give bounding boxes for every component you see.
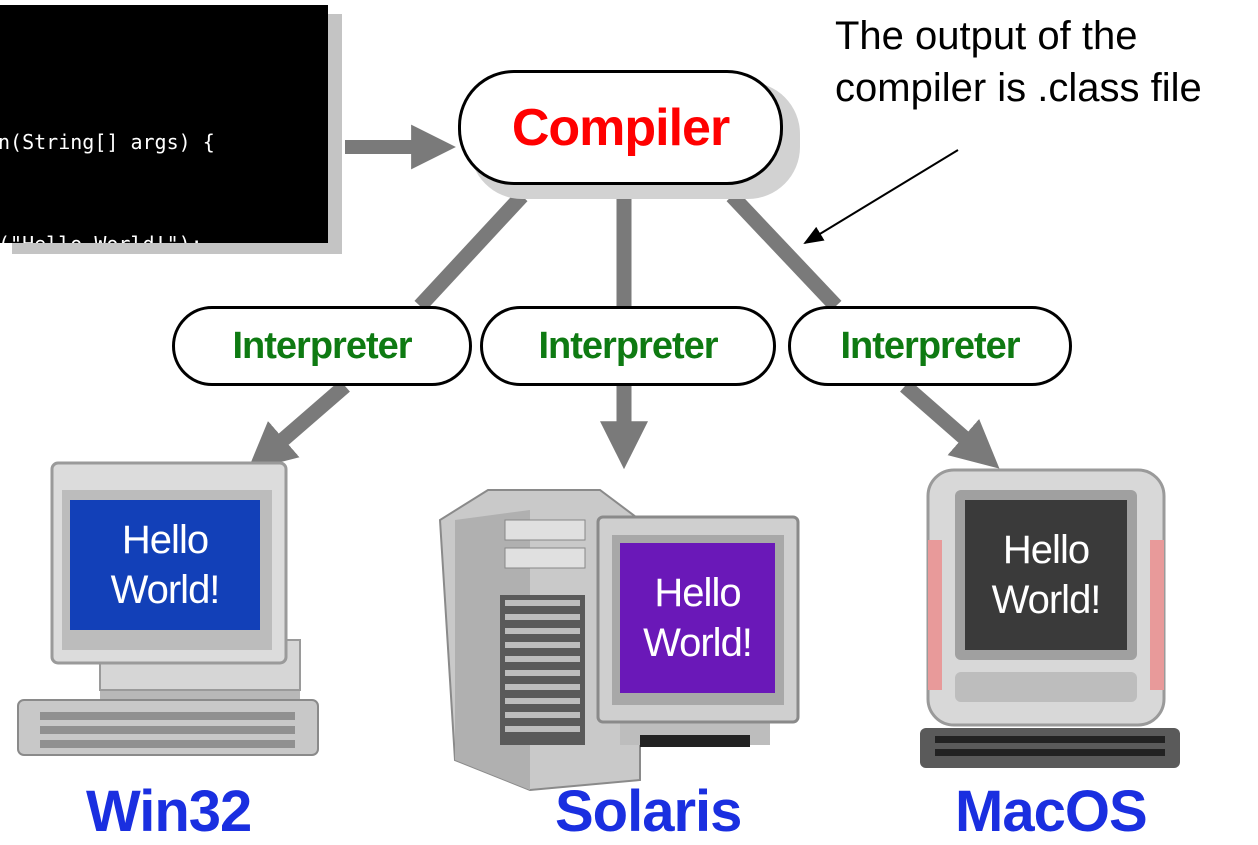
solaris-screen-line-2: World! — [643, 621, 753, 665]
interpreter-label: Interpreter — [538, 324, 718, 367]
solaris-computer — [438, 489, 800, 792]
solaris-screen-line-1: Hello — [654, 571, 741, 615]
solaris-screen: Hello World! — [620, 543, 775, 693]
win32-screen: Hello World! — [70, 500, 260, 630]
compiler-to-interpreter-right-line — [726, 190, 842, 312]
platform-label-macos: MacOS — [955, 779, 1148, 844]
interpreter-to-win32-arrow — [247, 380, 350, 471]
interpreter-node-macos: Interpreter — [788, 306, 1072, 386]
annotation-text: The output of the compiler is .class fil… — [835, 14, 1202, 110]
platform-label-solaris: Solaris — [555, 779, 742, 844]
compiler-label: Compiler — [511, 98, 730, 157]
win32-screen-line-1: Hello — [121, 518, 209, 562]
macos-screen-line-1: Hello — [1002, 528, 1090, 572]
interpreter-label: Interpreter — [840, 324, 1020, 367]
source-code-line-2: ("Hello World!"); — [0, 227, 328, 243]
compiler-node: Compiler — [458, 70, 783, 185]
interpreter-node-win32: Interpreter — [172, 306, 472, 386]
macos-screen: Hello World! — [965, 500, 1127, 650]
compiler-to-interpreter-left-line — [414, 190, 528, 312]
platform-label-win32: Win32 — [86, 779, 252, 844]
source-code-window: n(String[] args) { ("Hello World!"); — [0, 5, 328, 243]
interpreter-label: Interpreter — [232, 324, 412, 367]
win32-computer — [17, 461, 319, 756]
interpreter-to-macos-arrow — [900, 380, 1000, 469]
macos-screen-line-2: World! — [991, 578, 1102, 622]
annotation-pointer-arrow — [803, 149, 959, 245]
interpreter-node-solaris: Interpreter — [480, 306, 776, 386]
source-code-line-1: n(String[] args) { — [0, 130, 215, 154]
win32-screen-line-2: World! — [110, 568, 221, 612]
macos-computer — [920, 468, 1180, 768]
